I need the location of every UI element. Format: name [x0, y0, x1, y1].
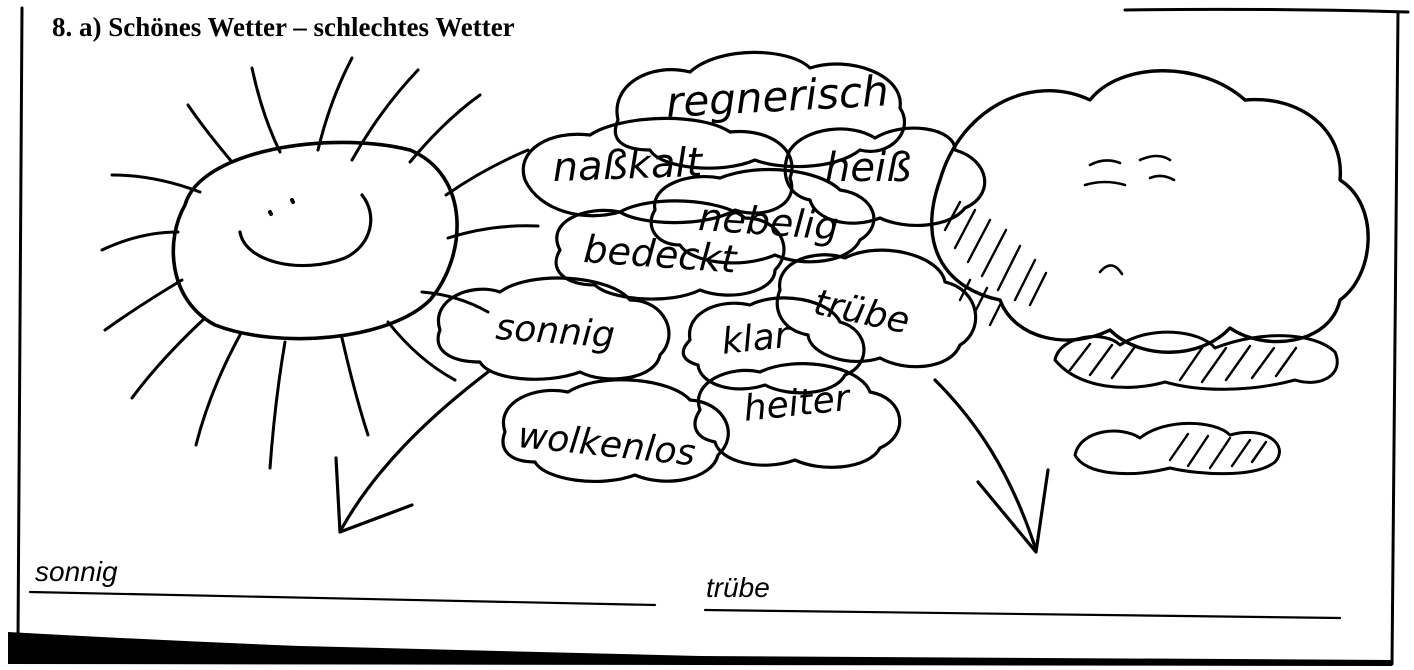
exercise-title: 8. a) Schönes Wetter – schlechtes Wetter [52, 12, 515, 42]
sun-rays [100, 56, 540, 470]
small-cloud-hatching [1168, 432, 1268, 470]
frame-right-line [1390, 10, 1400, 666]
arrow-right-head [976, 468, 1050, 554]
cloud-sonnig [436, 276, 671, 381]
bottom-bar [8, 632, 1392, 666]
answer-line-right [703, 608, 1342, 620]
dark-cloud-outline [930, 69, 1370, 354]
sun-eye-right [290, 198, 295, 204]
word-bedeckt: bedeckt [582, 227, 738, 282]
word-klar: klar [719, 314, 792, 363]
arrow-right-shaft [933, 378, 1038, 552]
cloud-heiss [783, 126, 987, 228]
word-heiss: heiß [825, 145, 912, 191]
frame-left-line [16, 6, 24, 642]
cloud-truebe [775, 248, 978, 369]
dark-cloud-face [1083, 154, 1176, 276]
cloud-regnerisch [613, 50, 907, 170]
sun-eye-left [268, 210, 273, 216]
cloud-bedeckt [554, 199, 786, 301]
sun-face [171, 140, 459, 341]
sun-smile [238, 193, 373, 268]
shadow-cloud [1053, 330, 1339, 391]
arrow-left-head [334, 456, 414, 534]
word-sonnig: sonnig [494, 307, 617, 357]
cloud-wolkenlos [501, 378, 730, 483]
cloud-nebelig [649, 167, 876, 265]
answer-line-left [28, 590, 657, 607]
answer-truebe: trübe [706, 572, 770, 603]
word-regnerisch: regnerisch [664, 66, 890, 127]
word-nasskalt: naßkalt [551, 139, 703, 191]
answer-sonnig: sonnig [35, 556, 118, 587]
dark-cloud-hatching [943, 200, 1048, 327]
frame-top-line [1123, 7, 1410, 14]
small-shadow-cloud [1073, 421, 1281, 476]
shadow-cloud-hatching [1068, 342, 1298, 384]
arrow-left-shaft [340, 370, 490, 530]
cloud-heiter [693, 362, 902, 469]
